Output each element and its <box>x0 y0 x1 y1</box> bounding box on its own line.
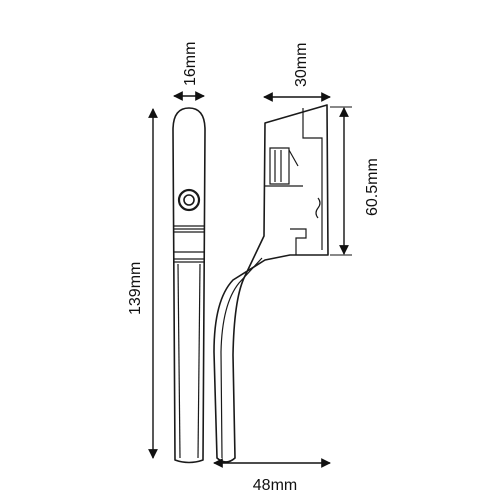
dimension-side-height: 60.5mm <box>330 106 381 256</box>
dimension-total-height: 139mm <box>127 108 158 459</box>
dimension-label-front-width: 16mm <box>182 42 199 86</box>
catch-mechanism <box>269 147 290 185</box>
front-shaft-line <box>177 263 181 459</box>
side-view-inner-line <box>302 108 323 250</box>
side-view-spring <box>315 197 321 219</box>
side-view-inner-line <box>220 257 263 459</box>
dimension-label-base-width: 48mm <box>253 477 297 494</box>
dimension-label-total-height: 139mm <box>127 262 144 315</box>
lock-icon <box>177 188 201 212</box>
side-view-outline <box>213 104 329 463</box>
side-view-handle <box>213 104 329 463</box>
front-view-handle <box>172 107 206 464</box>
dimension-base-width: 48mm <box>213 458 331 494</box>
front-shaft-line <box>197 263 201 459</box>
lock-keyhole-icon <box>183 194 195 206</box>
dimension-top-depth: 30mm <box>263 43 331 102</box>
catch-mechanism-line <box>288 149 299 167</box>
dimension-label-top-depth: 30mm <box>293 43 310 87</box>
side-view-notch <box>290 228 307 255</box>
dimension-label-side-height: 60.5mm <box>364 158 381 216</box>
dimension-front-width: 16mm <box>173 42 205 101</box>
